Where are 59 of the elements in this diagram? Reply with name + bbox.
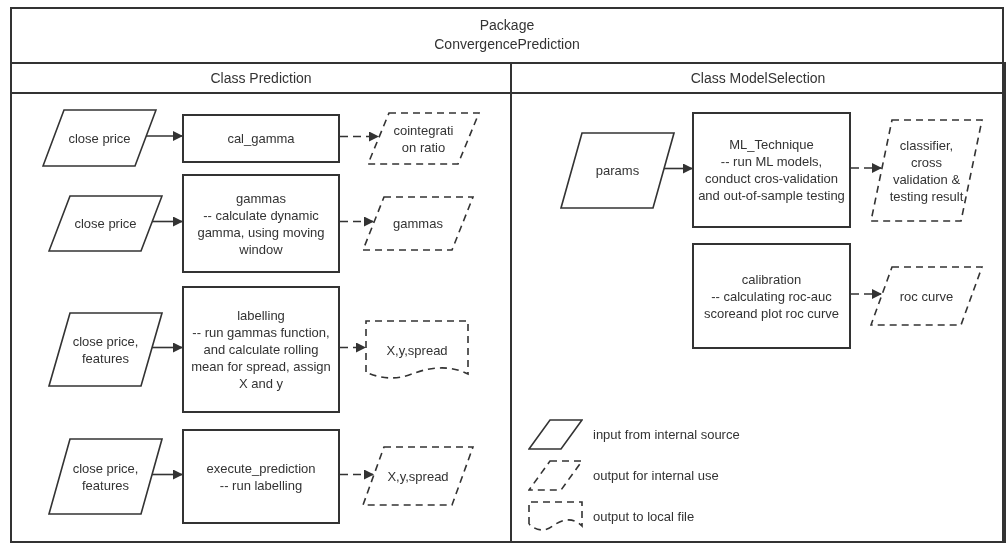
process-box	[692, 112, 851, 228]
data-label: X,y,spread	[386, 467, 450, 485]
arrow	[663, 163, 693, 174]
legend-text: output for internal use	[593, 466, 719, 485]
input-parallelogram	[560, 132, 675, 209]
output-parallelogram	[870, 266, 983, 326]
function-description: -- calculating roc-auc scoreand plot roc curve	[702, 287, 841, 322]
data-label: close price, features	[71, 332, 140, 367]
arrow	[850, 289, 882, 299]
data-label: gammas	[392, 215, 444, 232]
arrow	[850, 163, 882, 173]
function-description: -- run ML models, conduct cros-validation and out-of-sample testing	[698, 153, 845, 204]
input-parallelogram	[48, 195, 163, 252]
package-frame	[10, 7, 1004, 543]
document-shape	[365, 320, 469, 380]
function-name: cal_gamma	[227, 130, 295, 147]
process-box	[182, 286, 340, 413]
arrow	[151, 342, 183, 353]
data-label: close price	[67, 129, 132, 147]
legend-text: output to local file	[593, 507, 695, 526]
arrow	[151, 469, 183, 480]
function-description: -- run labelling	[219, 476, 303, 494]
data-label: X,y,spread	[385, 341, 449, 359]
arrow	[145, 131, 183, 141]
legend-text: input from internal source	[593, 425, 740, 444]
data-label: close price	[73, 215, 138, 232]
function-name: execute_prediction	[206, 459, 316, 477]
package-title: Package ConvergencePrediction	[433, 15, 581, 54]
data-label: params	[594, 162, 641, 179]
function-name: labelling	[237, 307, 285, 324]
function-description: -- calculate dynamic gamma, using moving window	[196, 206, 326, 258]
class-panel	[512, 62, 1006, 543]
arrow	[151, 216, 183, 227]
function-name: ML_Technique	[729, 136, 814, 153]
data-label: roc curve	[898, 287, 955, 305]
input-parallelogram	[48, 438, 163, 515]
data-label: close price, features	[71, 459, 140, 494]
input-parallelogram	[48, 312, 163, 387]
arrow	[339, 131, 379, 142]
data-label: cointegrati on ratio	[392, 121, 455, 156]
function-name: calibration	[741, 270, 802, 288]
output-parallelogram	[362, 196, 474, 251]
function-name: gammas	[236, 189, 286, 207]
input-parallelogram	[42, 109, 157, 167]
arrow	[339, 216, 374, 227]
process-box	[182, 114, 340, 163]
class-title: Class Prediction	[210, 68, 312, 88]
class-panel	[12, 62, 512, 543]
output-parallelogram	[870, 119, 983, 222]
output-parallelogram	[367, 112, 480, 165]
function-description: -- run gammas function, and calculate rolling mean for spread, assign X and y	[190, 324, 332, 392]
class-title: Class ModelSelection	[690, 68, 826, 88]
arrow	[339, 342, 366, 353]
arrow	[339, 469, 374, 480]
process-box	[182, 429, 340, 524]
process-box	[692, 243, 851, 349]
output-parallelogram	[362, 446, 474, 506]
data-label: classifier, cross validation & testing result	[888, 136, 965, 205]
process-box	[182, 174, 340, 273]
